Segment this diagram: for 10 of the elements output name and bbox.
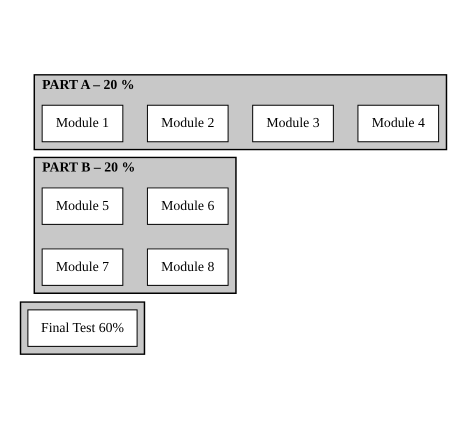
- node-box: Module 4: [357, 104, 440, 142]
- node-box: Module 5: [42, 187, 124, 225]
- node-box: Module 1: [42, 104, 124, 142]
- node-box: Module 2: [146, 104, 229, 142]
- node-box: Module 6: [146, 187, 229, 225]
- node-box: Module 8: [146, 248, 229, 286]
- cluster: [20, 301, 146, 355]
- node-box: Module 3: [252, 104, 334, 142]
- node-box: Module 7: [42, 248, 124, 286]
- node-box: Final Test 60%: [27, 309, 138, 347]
